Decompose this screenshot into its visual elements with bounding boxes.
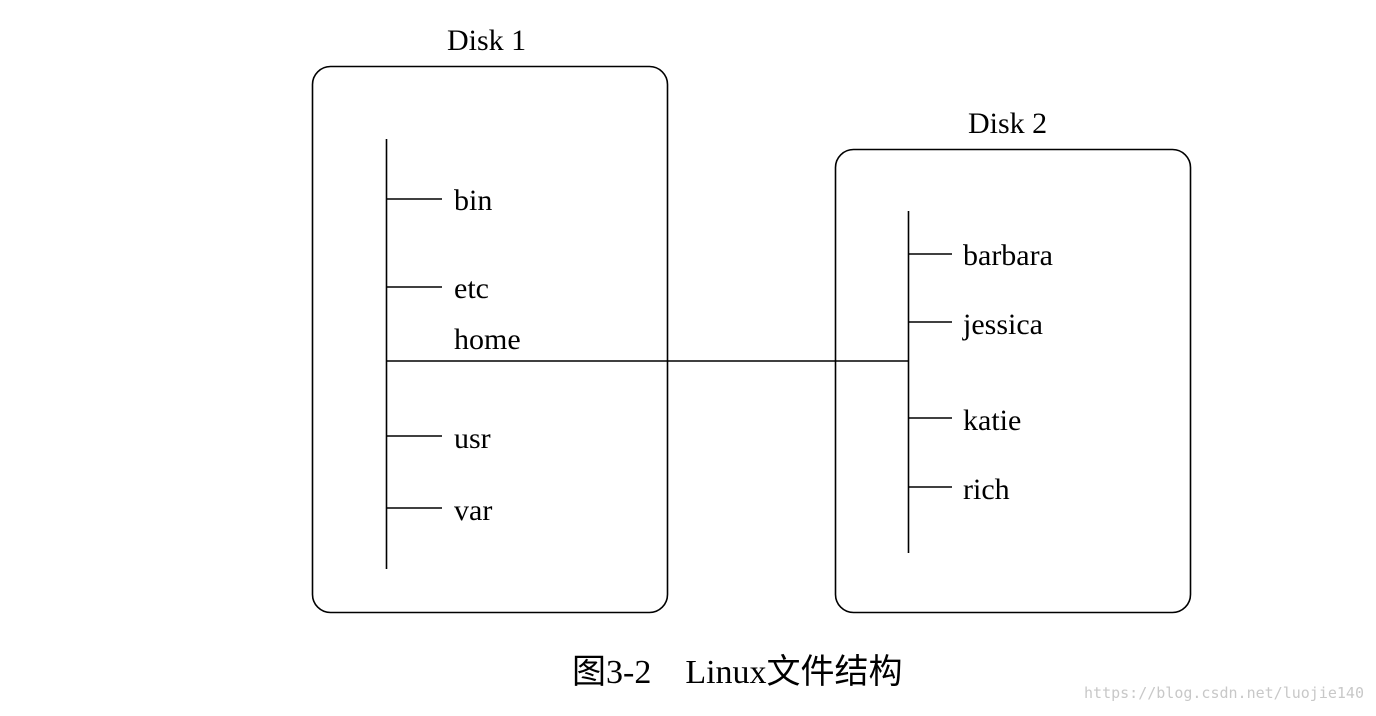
- disk1-title: Disk 1: [447, 24, 527, 57]
- disk2-item-rich: rich: [963, 473, 1010, 506]
- figure-title: Linux文件结构: [685, 654, 903, 691]
- disk2-item-jessica: jessica: [963, 308, 1043, 341]
- disk2-box: [834, 148, 1192, 614]
- disk1-box: [311, 65, 669, 614]
- figure-number: 图3-2: [572, 654, 652, 691]
- disk1-item-var: var: [454, 494, 493, 527]
- disk2-title: Disk 2: [968, 107, 1048, 140]
- disk1-item-etc: etc: [454, 272, 489, 305]
- disk1-item-bin: bin: [454, 184, 493, 217]
- disk1-item-home: home: [454, 323, 521, 356]
- disk2-item-katie: katie: [963, 404, 1022, 437]
- watermark: https://blog.csdn.net/luojie140: [1084, 684, 1364, 702]
- disk2-item-barbara: barbara: [963, 239, 1053, 272]
- disk1-item-usr: usr: [454, 422, 491, 455]
- figure-caption: 图3-2 Linux文件结构: [572, 656, 903, 690]
